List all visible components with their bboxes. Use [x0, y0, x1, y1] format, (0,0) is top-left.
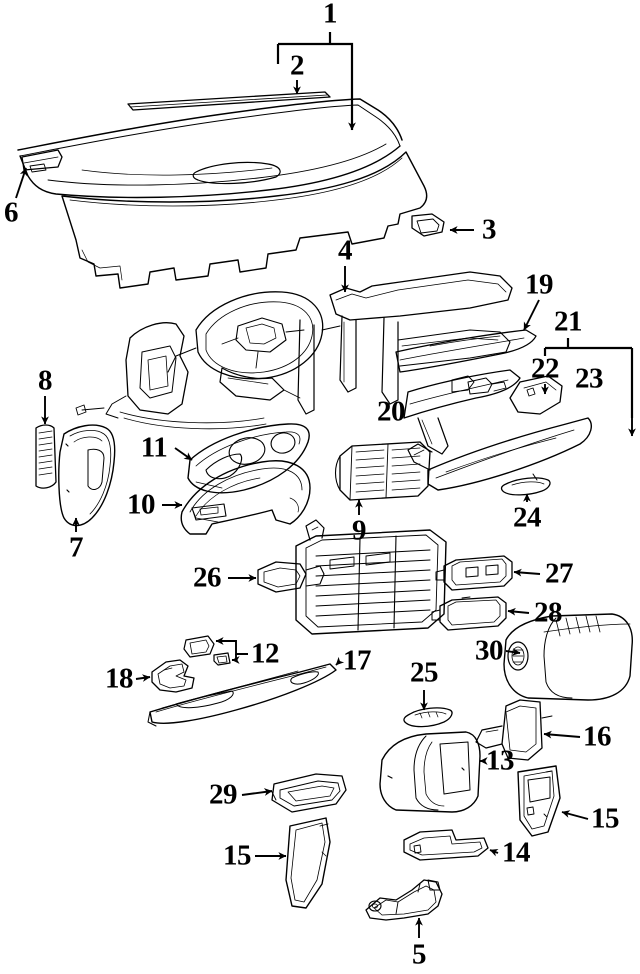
leader-1-bracket — [278, 42, 354, 124]
leader-15-right — [561, 810, 589, 820]
callout-7: 7 — [69, 531, 84, 564]
part-10-instrument-cluster-hood — [180, 460, 311, 535]
part-1-instrument-panel-assembly — [17, 98, 403, 199]
part-4-panel-reinforcement-bar — [297, 271, 513, 415]
leader-29 — [241, 788, 273, 796]
part-30-passenger-airbag-module — [503, 613, 633, 701]
part-25-console-trim-button — [403, 707, 453, 728]
part-28-blank-switch-cover — [431, 596, 507, 631]
leader-14 — [489, 849, 499, 857]
leader-12-lower — [231, 654, 240, 664]
part-9-center-air-outlet-vent — [334, 441, 431, 501]
steering-column-assembly — [75, 291, 341, 430]
leader-19 — [523, 299, 540, 331]
callout-30: 30 — [475, 634, 504, 667]
callout-18: 18 — [105, 662, 134, 695]
center-face-plate-assembly — [295, 519, 447, 635]
part-16-center-support-brace — [475, 699, 553, 761]
callout-1: 1 — [323, 0, 338, 30]
part-27-accessory-switch-panel — [435, 555, 513, 591]
part-7-left-end-cap-panel — [58, 424, 116, 527]
part-17-lower-dash-trim-molding — [147, 663, 337, 727]
leader-18 — [135, 674, 151, 682]
callout-15-left: 15 — [223, 839, 252, 872]
leader-27 — [513, 568, 541, 577]
leader-12-upper — [215, 637, 248, 655]
leader-11 — [174, 447, 193, 461]
callout-27: 27 — [545, 557, 574, 590]
callout-8: 8 — [38, 364, 53, 397]
callout-23: 23 — [575, 362, 604, 395]
part-14-console-mounting-bracket — [403, 829, 489, 861]
callout-10: 10 — [127, 488, 156, 521]
part-19-glove-box-upper-trim — [395, 329, 537, 373]
callout-2: 2 — [290, 49, 305, 82]
callout-3: 3 — [482, 213, 497, 246]
callout-16: 16 — [583, 720, 612, 753]
part-26-vent-control-knob-lever — [257, 561, 325, 593]
leader-30 — [505, 648, 521, 656]
callout-15-right: 15 — [591, 802, 620, 835]
part-29-side-air-outlet-duct — [271, 773, 347, 813]
leader-17 — [335, 656, 345, 666]
part-15-side-trim-cover-panel-right — [517, 765, 561, 837]
callout-21: 21 — [554, 305, 583, 338]
part-22-glove-box-hinge-plate — [509, 375, 563, 415]
callout-22: 22 — [531, 352, 560, 385]
callout-5: 5 — [412, 938, 427, 971]
part-12-small-clip-retainers — [183, 635, 231, 666]
part-23-glove-box-door — [407, 417, 592, 491]
callout-17: 17 — [343, 644, 372, 677]
part-5-lower-mounting-bracket — [365, 879, 443, 921]
callout-28: 28 — [534, 596, 563, 629]
callout-13: 13 — [486, 744, 515, 777]
callout-24: 24 — [513, 501, 542, 534]
callout-11: 11 — [140, 431, 168, 464]
callout-9: 9 — [352, 514, 367, 547]
callout-29: 29 — [209, 778, 238, 811]
part-15-side-trim-cover-panel-left — [285, 817, 331, 909]
callout-19: 19 — [525, 268, 554, 301]
leader-16 — [543, 730, 581, 739]
callout-6: 6 — [4, 196, 19, 229]
callout-20: 20 — [377, 395, 406, 428]
callout-4: 4 — [338, 234, 353, 267]
leader-6 — [15, 167, 28, 199]
callout-14: 14 — [502, 836, 531, 869]
leader-28 — [507, 607, 530, 616]
part-24-glove-box-handle-latch — [500, 473, 551, 496]
part-2-defroster-trim-strip — [127, 91, 331, 111]
part-8-side-speaker-grille — [35, 424, 57, 489]
callout-26: 26 — [193, 561, 222, 594]
part-13-lower-console-housing — [379, 731, 481, 813]
callout-25: 25 — [410, 656, 439, 689]
part-20-panel-support-structure — [403, 369, 521, 455]
part-1-lower-shell-and-part-3-bracket — [61, 151, 445, 289]
callout-12: 12 — [251, 637, 280, 670]
part-18-latch-striker-bracket — [151, 659, 195, 693]
